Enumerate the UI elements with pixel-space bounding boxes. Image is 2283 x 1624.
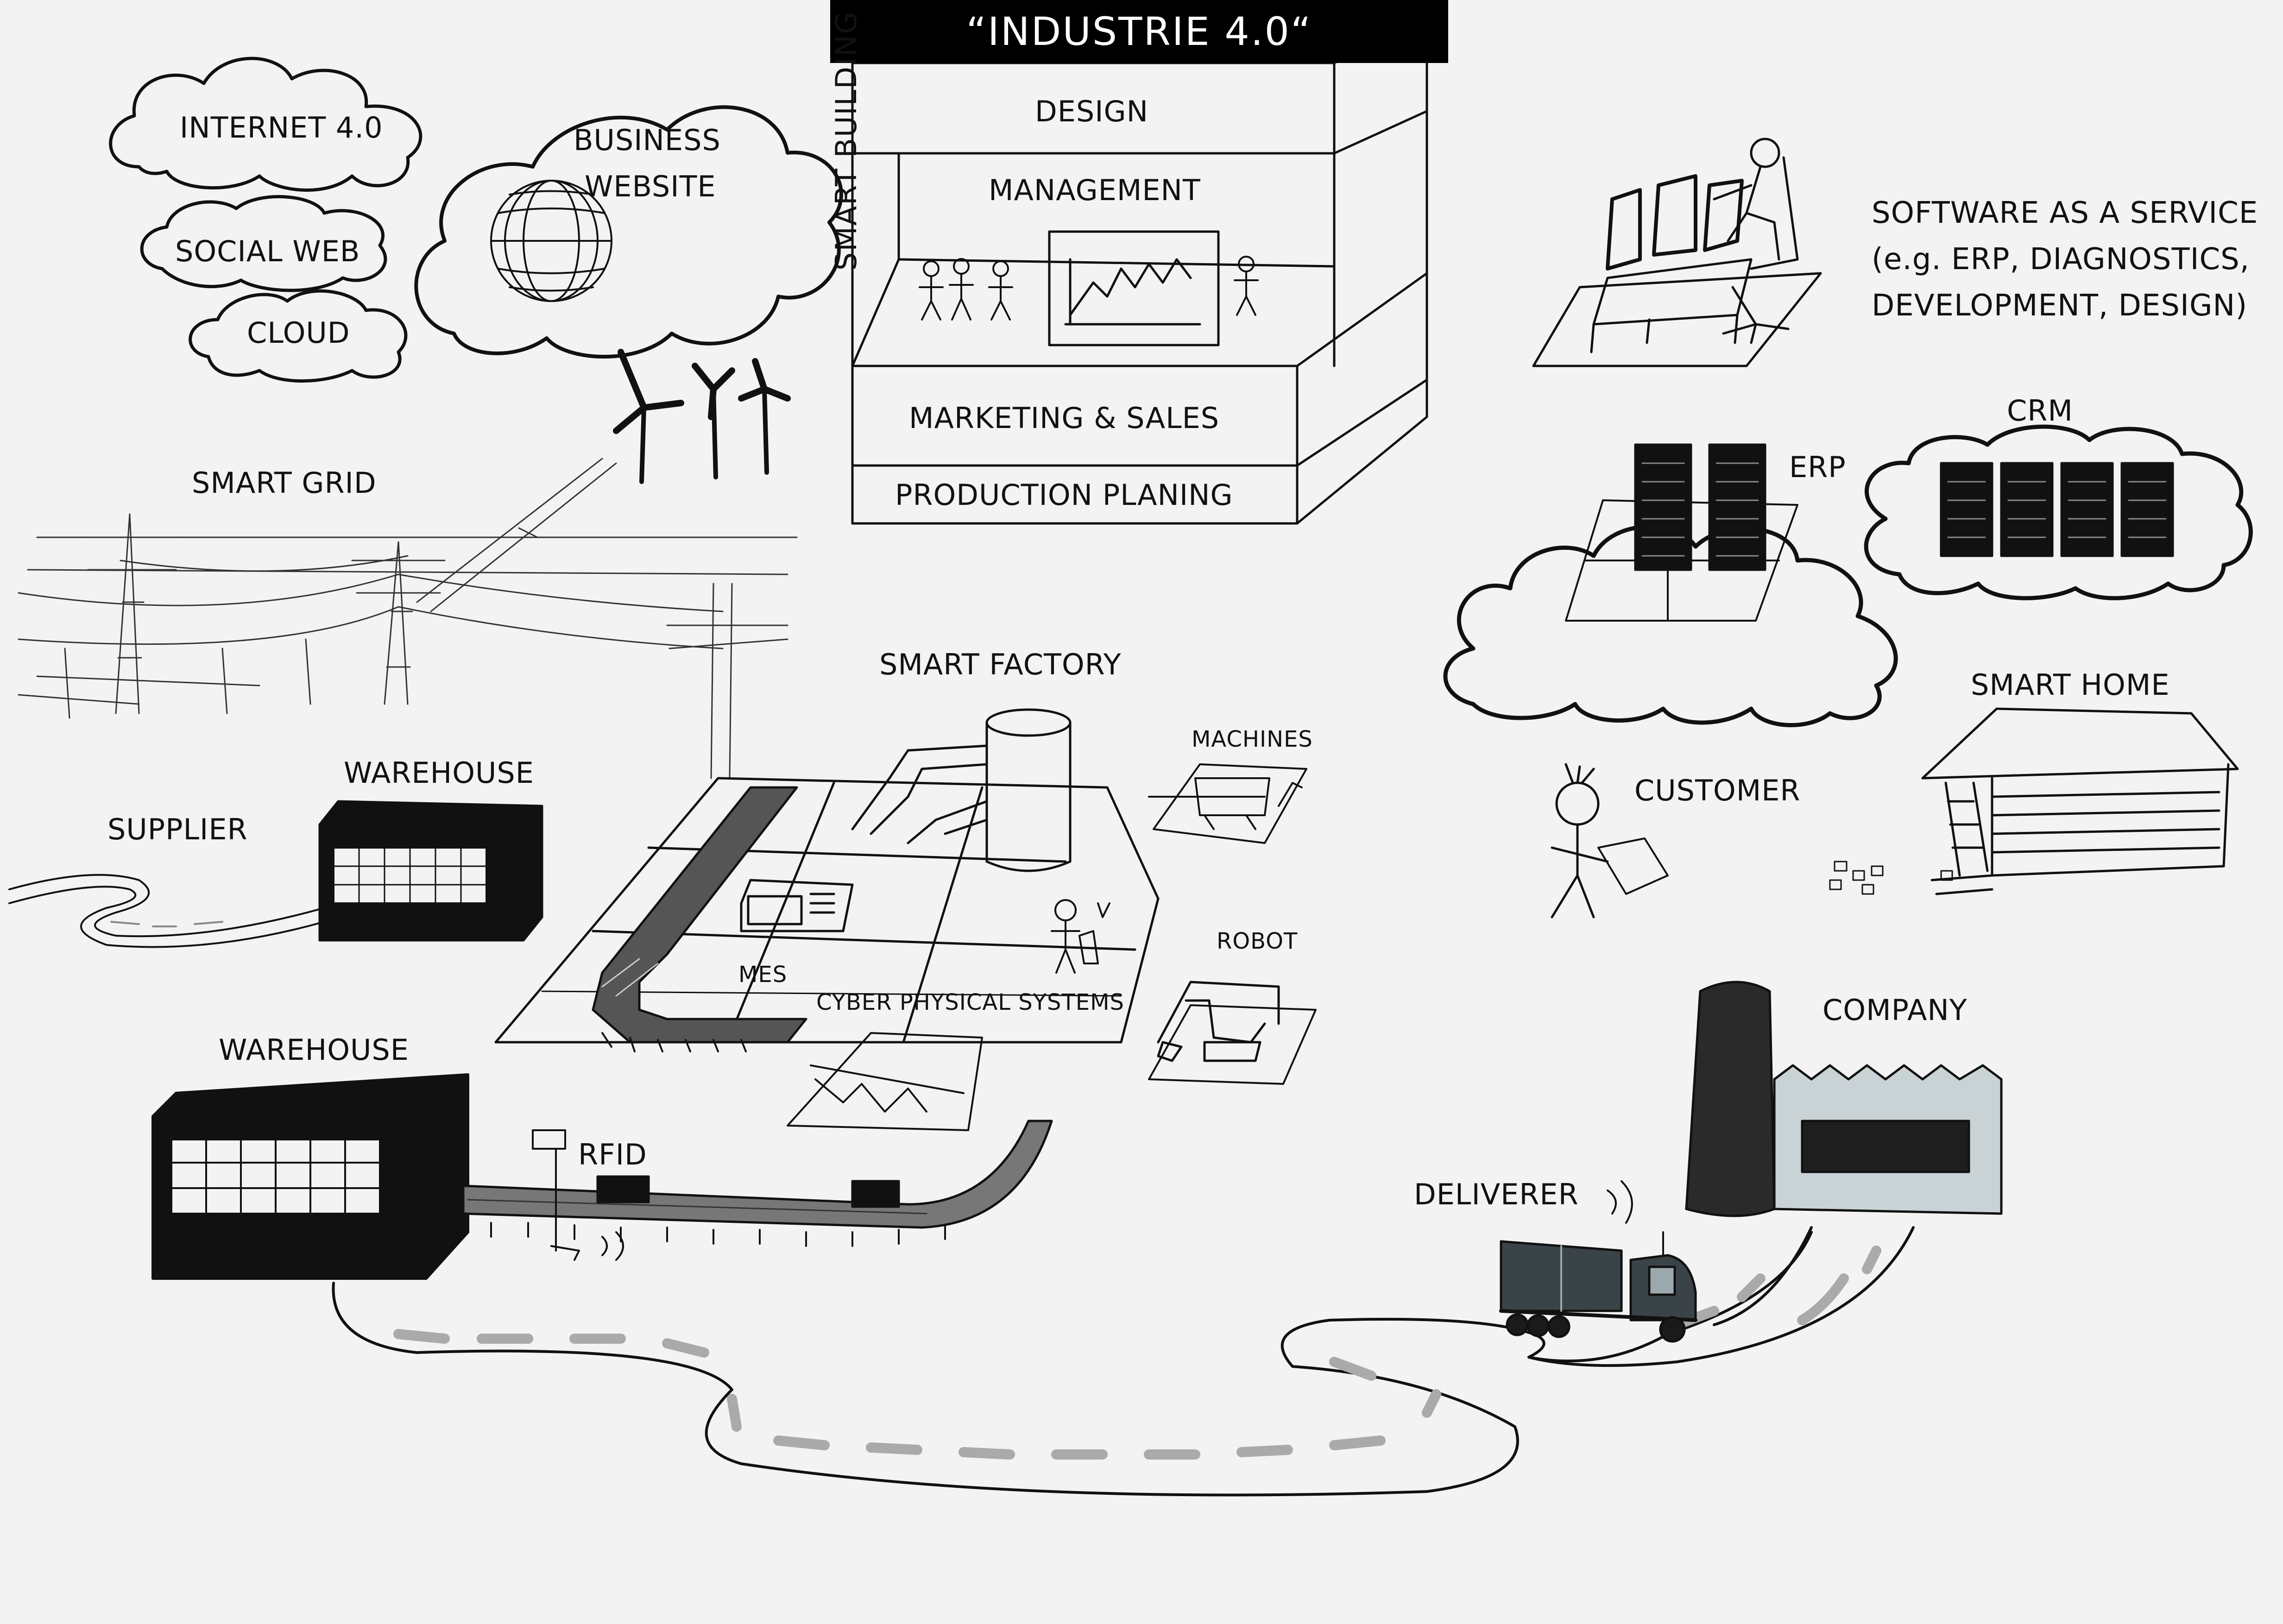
deliverer-truck-icon bbox=[1499, 1180, 1697, 1343]
design-floor-label: DESIGN bbox=[1035, 94, 1148, 128]
cloud-social-web-icon bbox=[140, 195, 387, 292]
title-banner: “INDUSTRIE 4.0“ bbox=[830, 0, 1448, 63]
cloud-label: CLOUD bbox=[247, 316, 350, 350]
cloud-internet-icon bbox=[109, 57, 423, 192]
machines-label: MACHINES bbox=[1192, 726, 1313, 752]
mes-label: MES bbox=[738, 962, 788, 988]
smart-grid-icon bbox=[18, 458, 798, 779]
supplier-river-icon bbox=[8, 874, 325, 948]
globe-icon bbox=[490, 180, 612, 302]
robot-icon bbox=[1148, 981, 1317, 1085]
workstation-icon bbox=[1532, 138, 1822, 367]
mes-terminal-icon bbox=[740, 879, 854, 932]
erp-servers-icon bbox=[1565, 443, 1798, 622]
cloud-cloud-icon bbox=[189, 289, 408, 383]
business-label: BUSINESS bbox=[574, 123, 721, 157]
internet-4-label: INTERNET 4.0 bbox=[180, 111, 383, 145]
company-icon bbox=[1685, 981, 2003, 1217]
website-label: WEBSITE bbox=[585, 170, 716, 203]
warehouse-bottom-icon bbox=[151, 1073, 469, 1280]
crm-label: CRM bbox=[2007, 394, 2073, 428]
wind-turbines-icon bbox=[613, 349, 791, 484]
saas-line-3: DEVELOPMENT, DESIGN) bbox=[1872, 289, 2248, 323]
page-title: “INDUSTRIE 4.0“ bbox=[966, 9, 1312, 54]
software-as-a-service-label: SOFTWARE AS A SERVICE (e.g. ERP, DIAGNOS… bbox=[1872, 190, 2258, 329]
smart-building-label: SMART BUILDING bbox=[829, 11, 863, 271]
marketing-sales-floor-label: MARKETING & SALES bbox=[909, 401, 1220, 435]
smart-home-icon bbox=[1829, 707, 2239, 895]
erp-label: ERP bbox=[1789, 450, 1846, 484]
cyber-physical-systems-label: CYBER PHYSICAL SYSTEMS bbox=[816, 989, 1124, 1015]
warehouse-top-label: WAREHOUSE bbox=[344, 756, 534, 790]
cloud-business-website-icon bbox=[414, 105, 843, 359]
production-planing-floor-label: PRODUCTION PLANING bbox=[895, 478, 1233, 512]
machines-icon bbox=[1148, 763, 1307, 844]
crm-cloud-icon bbox=[1864, 424, 2253, 600]
cyber-physical-systems-icon bbox=[787, 1032, 983, 1131]
warehouse-top-icon bbox=[318, 800, 543, 942]
worker-icon bbox=[1051, 899, 1110, 974]
road-icon bbox=[332, 1226, 1915, 1497]
robot-label: ROBOT bbox=[1217, 928, 1298, 954]
silo-tank-icon bbox=[851, 708, 1072, 872]
rfid-label: RFID bbox=[578, 1138, 647, 1171]
saas-line-1: SOFTWARE AS A SERVICE bbox=[1872, 196, 2258, 230]
smart-grid-label: SMART GRID bbox=[192, 466, 377, 500]
social-web-label: SOCIAL WEB bbox=[175, 234, 360, 268]
crm-servers-icon bbox=[1940, 462, 2174, 557]
customer-icon bbox=[1551, 763, 1669, 919]
deliverer-label: DELIVERER bbox=[1414, 1177, 1579, 1211]
saas-line-2: (e.g. ERP, DIAGNOSTICS, bbox=[1872, 242, 2250, 277]
company-label: COMPANY bbox=[1823, 993, 1968, 1027]
erp-cloud-icon bbox=[1443, 524, 1898, 727]
warehouse-bottom-label: WAREHOUSE bbox=[219, 1033, 409, 1067]
rfid-conveyor-icon bbox=[462, 1120, 1053, 1261]
customer-label: CUSTOMER bbox=[1634, 774, 1801, 807]
conveyor-belt-icon bbox=[592, 786, 807, 1052]
management-floor-label: MANAGEMENT bbox=[989, 173, 1201, 207]
smart-home-label: SMART HOME bbox=[1971, 668, 2170, 702]
supplier-label: SUPPLIER bbox=[107, 812, 248, 846]
smart-factory-label: SMART FACTORY bbox=[879, 648, 1122, 681]
